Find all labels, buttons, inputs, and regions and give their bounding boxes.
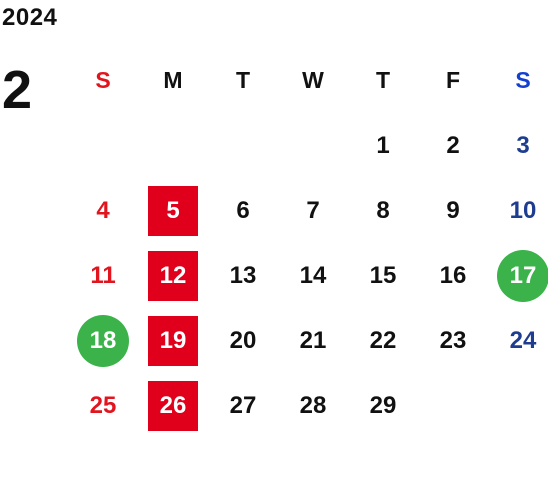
day-cell[interactable]: 8 bbox=[376, 196, 390, 224]
day-cell[interactable]: 3 bbox=[516, 131, 530, 159]
day-cell-holiday[interactable]: 17 bbox=[488, 243, 548, 308]
day-cell[interactable]: 6 bbox=[236, 196, 250, 224]
calendar-grid: S M T W T F S 1 2 3 4 5 6 7 8 9 10 11 12… bbox=[68, 48, 548, 438]
day-cell[interactable]: 1 bbox=[376, 131, 390, 159]
weekday-saturday: S bbox=[515, 67, 531, 93]
day-empty bbox=[138, 113, 208, 178]
day-empty bbox=[488, 373, 548, 438]
day-cell[interactable]: 2 bbox=[446, 131, 460, 159]
day-cell-highlighted[interactable]: 12 bbox=[138, 243, 208, 308]
weekday-friday: F bbox=[445, 67, 461, 93]
day-cell[interactable]: 15 bbox=[369, 261, 397, 289]
day-cell[interactable]: 25 bbox=[89, 391, 117, 419]
weekday-sunday: S bbox=[95, 67, 111, 93]
day-cell[interactable]: 7 bbox=[306, 196, 320, 224]
day-empty bbox=[418, 373, 488, 438]
highlight-box: 5 bbox=[148, 185, 198, 236]
day-cell[interactable]: 10 bbox=[509, 196, 537, 224]
day-cell[interactable]: 13 bbox=[229, 261, 257, 289]
day-cell[interactable]: 14 bbox=[299, 261, 327, 289]
weekday-monday: M bbox=[163, 67, 183, 93]
holiday-circle: 17 bbox=[497, 249, 548, 302]
day-cell[interactable]: 28 bbox=[299, 391, 327, 419]
day-cell[interactable]: 11 bbox=[90, 261, 116, 289]
day-cell[interactable]: 20 bbox=[229, 326, 257, 354]
day-cell-highlighted[interactable]: 5 bbox=[138, 178, 208, 243]
day-cell[interactable]: 29 bbox=[369, 391, 397, 419]
day-cell[interactable]: 4 bbox=[96, 196, 110, 224]
calendar-month: 2 bbox=[2, 60, 33, 120]
day-cell[interactable]: 23 bbox=[439, 326, 467, 354]
weekday-tuesday: T bbox=[235, 67, 251, 93]
day-cell[interactable]: 16 bbox=[439, 261, 467, 289]
day-cell[interactable]: 9 bbox=[446, 196, 460, 224]
highlight-box: 12 bbox=[148, 250, 198, 301]
highlight-box: 19 bbox=[148, 315, 198, 366]
day-empty bbox=[208, 113, 278, 178]
highlight-box: 26 bbox=[148, 380, 198, 431]
day-cell[interactable]: 24 bbox=[509, 326, 537, 354]
day-cell-highlighted[interactable]: 26 bbox=[138, 373, 208, 438]
day-cell[interactable]: 22 bbox=[369, 326, 397, 354]
weekday-thursday: T bbox=[375, 67, 391, 93]
weekday-wednesday: W bbox=[302, 67, 324, 93]
day-cell-holiday[interactable]: 18 bbox=[68, 308, 138, 373]
day-empty bbox=[68, 113, 138, 178]
day-empty bbox=[278, 113, 348, 178]
day-cell[interactable]: 27 bbox=[229, 391, 257, 419]
day-cell[interactable]: 21 bbox=[299, 326, 327, 354]
calendar-year: 2024 bbox=[2, 4, 58, 31]
holiday-circle: 18 bbox=[77, 314, 129, 367]
day-cell-highlighted[interactable]: 19 bbox=[138, 308, 208, 373]
